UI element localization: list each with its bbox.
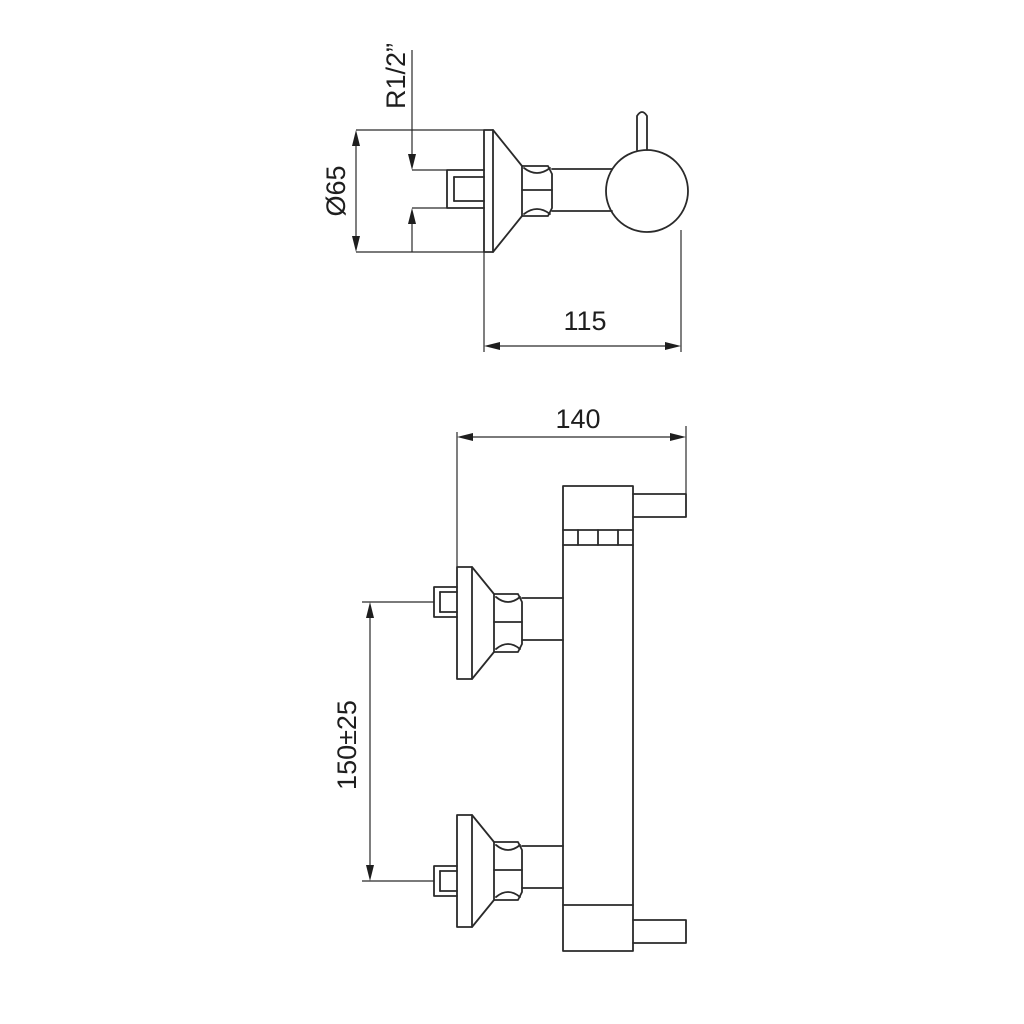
- side-body: [551, 168, 613, 212]
- side-inlet-stub: [446, 169, 485, 209]
- side-lever-handle: [636, 111, 648, 151]
- dim-depth: 115: [484, 306, 681, 350]
- front-bottom-hex-nut: [493, 841, 523, 901]
- front-top-arm: [521, 597, 564, 641]
- dim-thread: R1/2”: [381, 43, 416, 252]
- front-top-hex-nut: [493, 593, 523, 653]
- front-bottom-block: [562, 904, 634, 952]
- side-lever-knob: [605, 149, 689, 233]
- dim-thread-label: R1/2”: [381, 43, 411, 109]
- front-top-lever: [632, 493, 687, 518]
- side-wall-flange: [483, 129, 523, 253]
- front-top-block: [562, 485, 634, 546]
- front-main-body: [562, 544, 634, 906]
- side-view: Ø65 R1/2” 115: [321, 43, 689, 352]
- front-top-inlet: [433, 566, 523, 680]
- dim-width-label: 140: [555, 404, 600, 434]
- dim-diameter: Ø65: [321, 130, 360, 252]
- dim-diameter-label: Ø65: [321, 165, 351, 216]
- dim-spacing-label: 150±25: [332, 700, 362, 790]
- front-bottom-arm: [521, 845, 564, 889]
- front-view: 140 150±25: [332, 404, 687, 952]
- dim-depth-label: 115: [563, 306, 606, 336]
- front-bottom-inlet: [433, 814, 523, 928]
- dim-width: 140: [457, 404, 686, 441]
- dim-spacing: 150±25: [332, 602, 374, 881]
- front-bottom-outlet: [632, 919, 687, 944]
- side-hex-nut: [521, 165, 553, 217]
